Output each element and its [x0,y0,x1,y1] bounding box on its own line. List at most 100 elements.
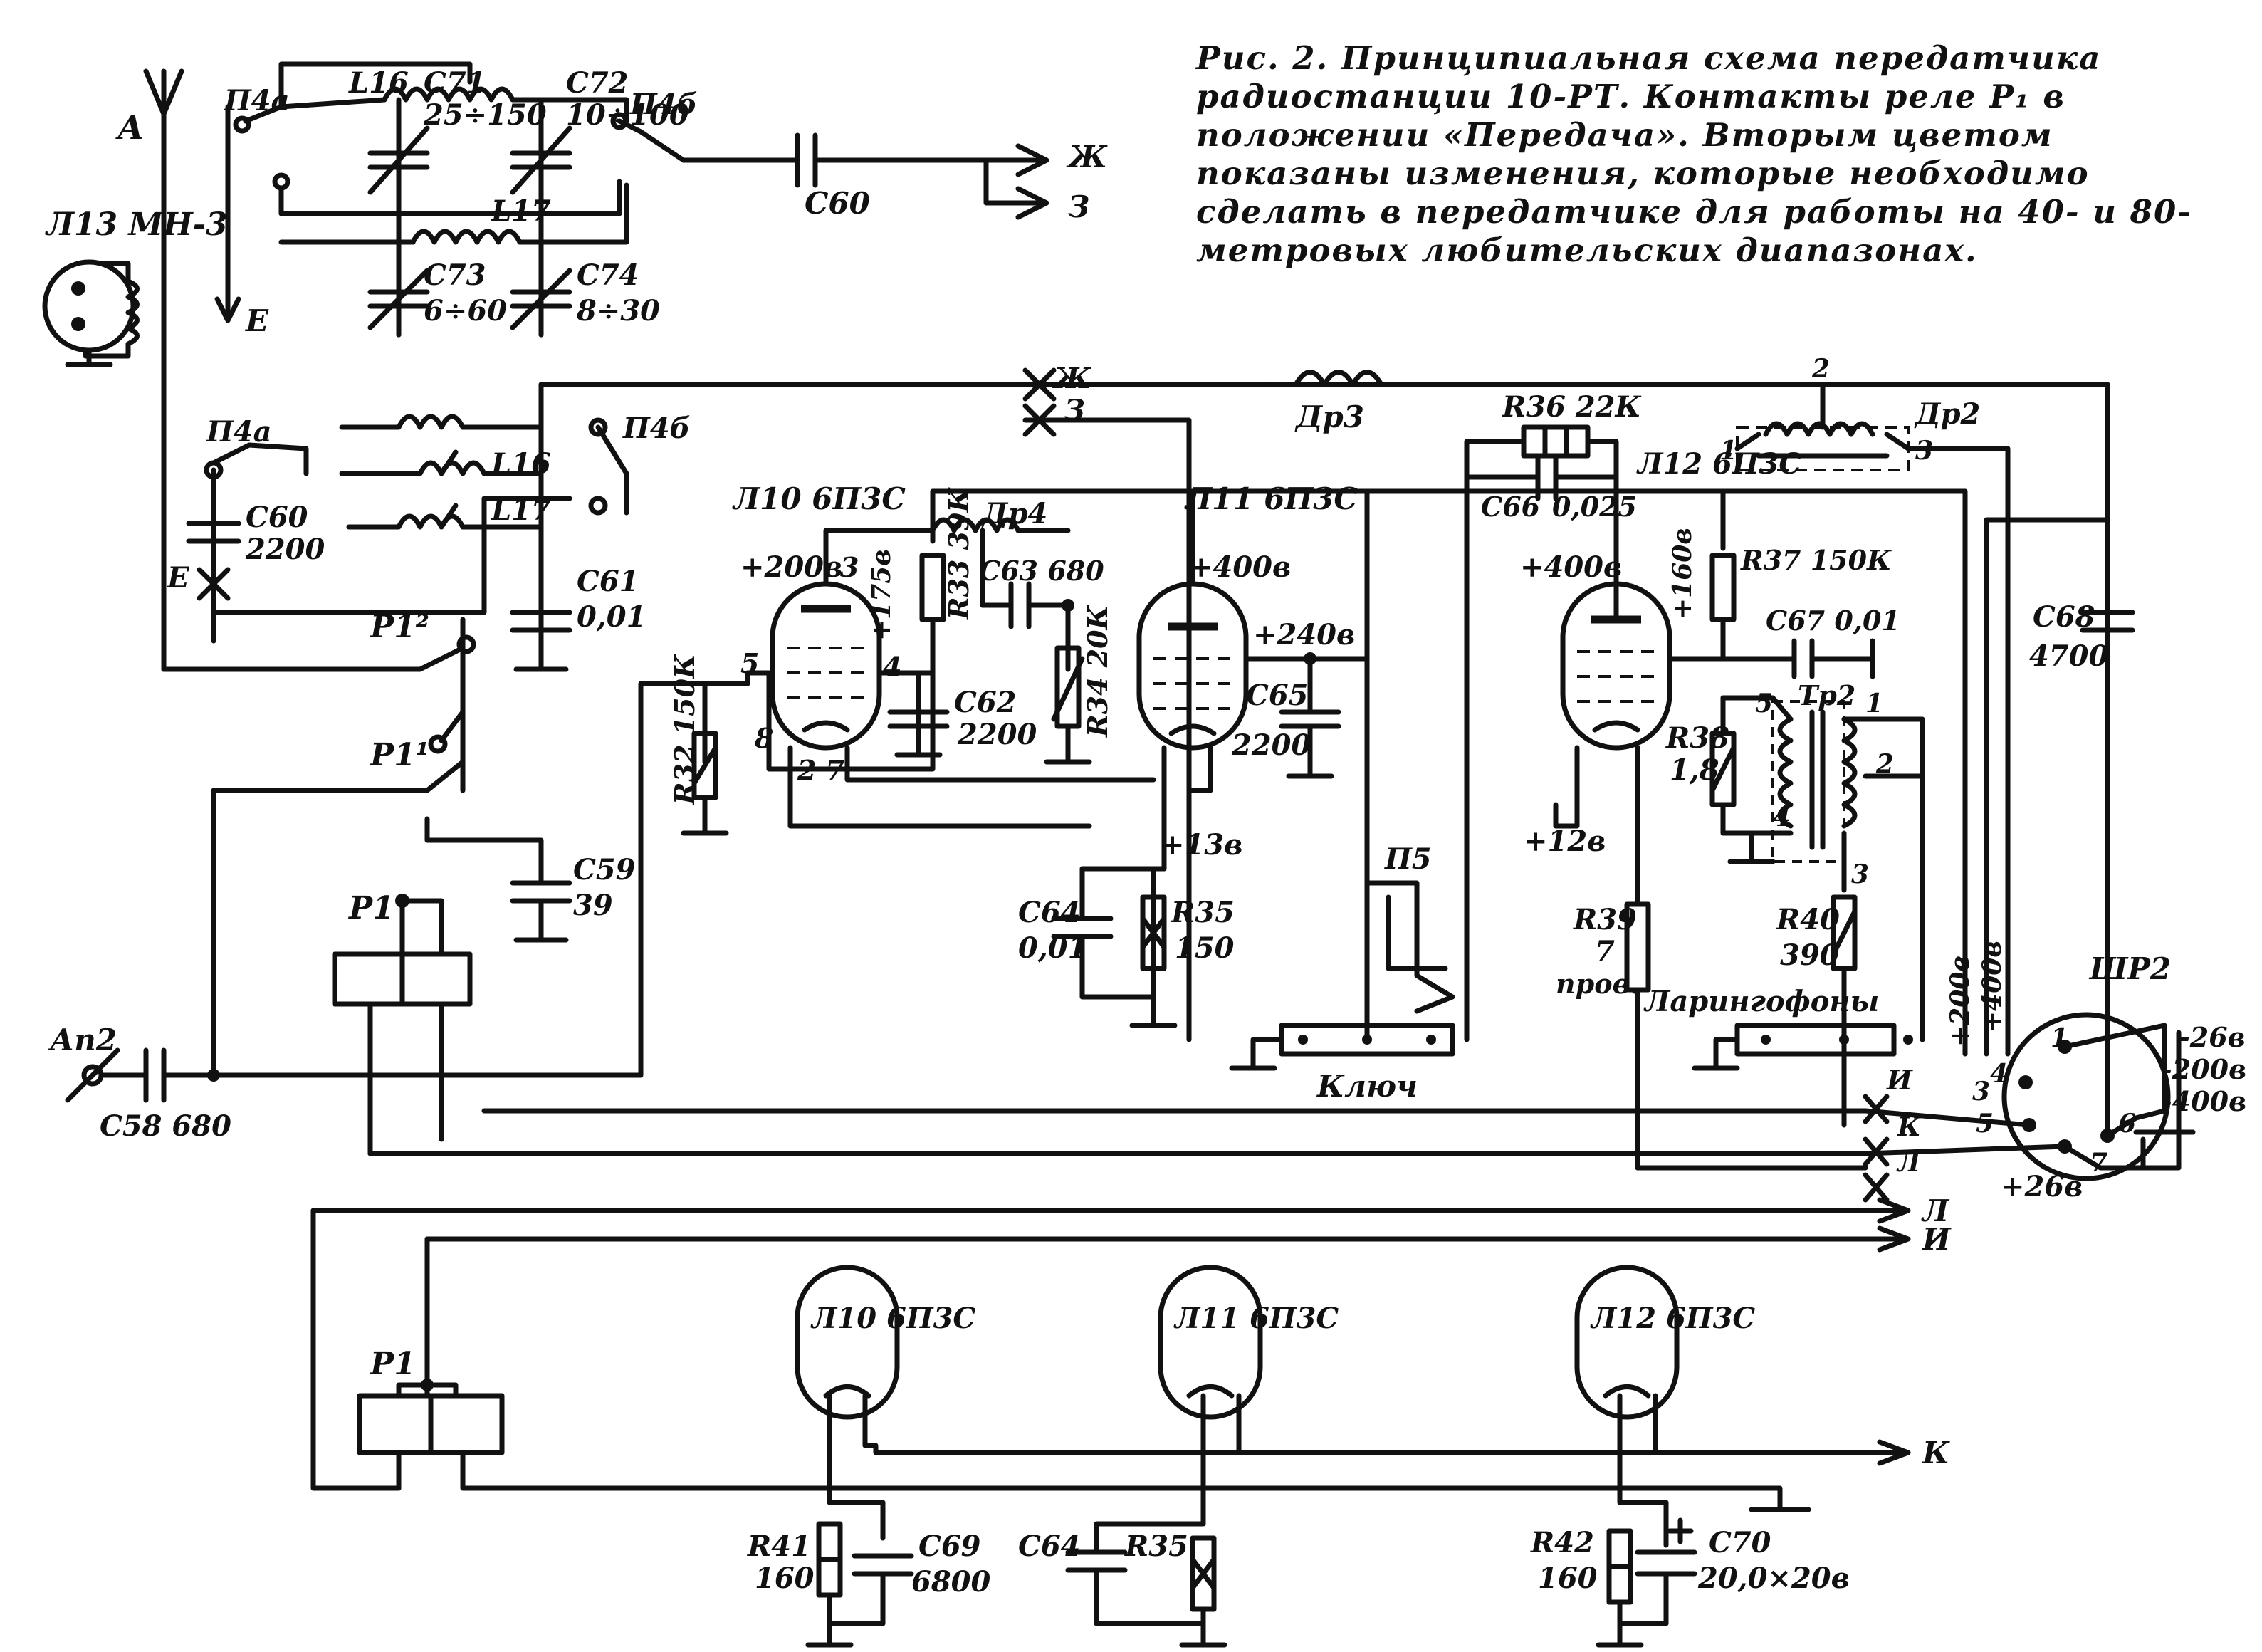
c64-bottom-label: С64 [1018,1530,1081,1563]
r35-bottom-label: R35 [1124,1530,1188,1563]
bus-lines [367,1094,2068,1203]
i-cross-label: И [1886,1064,1913,1096]
tr2-pin5: 5 [1755,689,1773,718]
tube-l11 [1136,488,1370,993]
e-label: E [167,561,189,595]
zh-out-label: Ж [1066,140,1108,174]
c69-label: С69 [918,1530,981,1563]
tr2-pin2: 2 [1875,749,1894,779]
r42-label: R42 [1530,1526,1594,1559]
c65-value: 2200 [1231,728,1311,762]
m200-label: -200в [2161,1053,2246,1085]
c72-label: С72 [566,66,629,100]
neon-lamp-icon [42,259,140,367]
shr-pin1: 1 [2051,1023,2068,1053]
c68-and-connector [1962,382,2196,1181]
left-switching-circuit [161,367,2110,1156]
k-cross-label: К [1897,1112,1922,1142]
antenna-label: А [115,108,144,147]
pin3-l10: 3 [840,551,859,583]
c59-label: С59 [573,853,636,887]
v175-label: +175в [866,549,896,641]
c60-top-label: С60 [805,186,870,221]
r39-resistor [1624,887,1651,1171]
k-out-label: К [1922,1436,1950,1470]
pin4-l10: 4 [883,651,901,683]
c61-label: С61 [577,565,639,598]
r41-value: 160 [755,1562,815,1595]
c72-value: 10÷100 [566,98,689,132]
pin8-l10: 8 [754,722,773,754]
c59-value: 39 [573,889,613,922]
c61-value: 0,01 [577,600,646,634]
c64-label: С64 [1018,896,1081,929]
r40-label: R40 [1776,903,1840,936]
c70-value: 20,0×20в [1697,1562,1850,1595]
dr2-choke [1734,382,2011,1057]
p26-label: +26в [2001,1170,2083,1203]
c63-label: С63 680 [979,555,1104,587]
c66-value: 0,025 [1552,491,1637,523]
r34-label: R34 20К [1082,604,1114,738]
dr2-pin3: 3 [1915,436,1933,466]
dr2-label: Др2 [1914,397,1980,431]
tube-l11-filament-label: Л11 6П3С [1173,1302,1339,1335]
v200a-label: +200в [740,550,842,584]
laryngophones-label: Ларингофоны [1643,985,1879,1018]
e-out-label: E [245,303,269,338]
dr3-label: Др3 [1294,399,1364,434]
p4a-label: П4а [206,415,272,449]
p1-1-label: Р1¹ [369,737,429,773]
v400a-label: +400в [1189,550,1291,584]
tr2-pin1: 1 [1865,689,1883,718]
v13-label: +13в [1161,828,1242,862]
dr2-pin1: 1 [1719,436,1737,466]
r37-label: R37 150К [1740,544,1892,576]
c58-label: С58 680 [100,1109,231,1143]
c60-value: 2200 [245,533,325,566]
tube-l10-label: Л10 6П3С [732,481,906,516]
interstage-coupling [930,517,1092,765]
r35-value: 150 [1175,931,1235,965]
c67-label: С67 0,01 [1766,605,1900,637]
r36-label: R36 22К [1502,390,1641,424]
shr-pin3: 3 [1972,1077,1990,1107]
shr-pin4: 4 [1990,1059,2008,1089]
shr-pin6: 6 [2118,1109,2136,1139]
p1-relay-label: Р1 [347,890,394,926]
v400c-label: +400в [1977,941,2007,1032]
c70-label: С70 [1709,1526,1771,1559]
l16-label: L16 [491,447,551,481]
filament-circuit [310,1197,1911,1512]
tube-l10 [681,488,1370,836]
dr2-pin2: 2 [1811,354,1830,384]
p5-label: П5 [1384,842,1432,876]
r39-value: 7 [1595,935,1615,968]
tube-l10-filament-label: Л10 6П3С [810,1302,975,1335]
c62-label: С62 [954,686,1017,719]
r40-value: 390 [1780,939,1840,972]
c73-label: С73 [424,258,486,292]
l-cross-label: Л [1896,1148,1921,1178]
v200b-label: +200в [1945,955,1975,1047]
p4a-label-top: П4а [224,84,290,117]
dr3-choke [1293,370,1384,387]
pin27-l10: 2 7 [797,754,844,786]
i-out-label: И [1922,1222,1952,1257]
v12-label: +12в [1524,825,1606,858]
antenna-input [65,681,750,1103]
r38-label: R38 [1665,721,1729,755]
z-out-label: З [1068,189,1089,224]
ap2-label: Ап2 [48,1023,117,1057]
z-cross-label: З [1064,394,1085,427]
v400b-label: +400в [1520,550,1622,584]
tank-circuit-40-80 [214,61,1049,338]
c74-label: С74 [577,258,639,292]
l17-label-top: L17 [491,194,551,228]
p4b-label: П4б [622,412,691,445]
key-label: Ключ [1316,1069,1418,1104]
r32-label: R32 150К [669,653,701,805]
tube-l12-filament-label: Л12 6П3С [1590,1302,1755,1335]
m400-label: -400в [2161,1085,2246,1117]
tr2-pin3: 3 [1851,859,1869,889]
